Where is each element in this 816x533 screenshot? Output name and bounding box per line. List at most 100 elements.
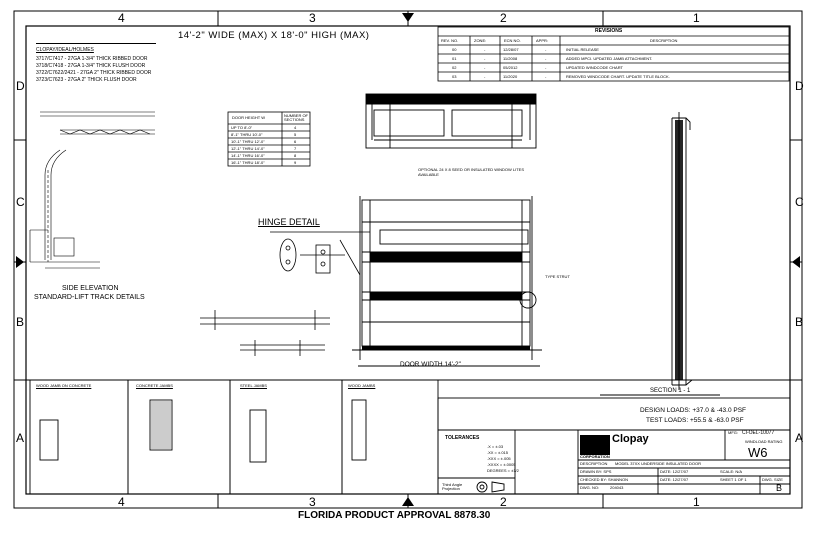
strut-note: TYPE STRUT: [545, 274, 570, 279]
zone-left-d: D: [16, 79, 25, 93]
jamb-label: WOOD JAMB ON CONCRETE: [36, 383, 92, 388]
hinge-detail-drawing: [200, 231, 370, 356]
revision-cell: -: [484, 65, 486, 70]
revision-cell: 02: [452, 65, 457, 70]
jamb-label: WOOD JAMBS: [348, 383, 376, 388]
description-label: DESCRIPTION: [580, 461, 608, 466]
revision-cell: -: [545, 65, 547, 70]
track-table-cell: 10'-1" THRU 12'-0": [231, 139, 265, 144]
track-table-cell: 14'-1" THRU 16'-0": [231, 153, 265, 158]
track-details-title: STANDARD-LIFT TRACK DETAILS: [34, 294, 145, 301]
company-sub: CORPORATION: [580, 454, 610, 459]
window-note: OPTIONAL 24 X 8 SEED OR INSULATED WINDOW…: [418, 167, 525, 177]
revision-cell: 03: [452, 74, 457, 79]
zone-right-c: C: [795, 195, 804, 209]
revisions-header: DESCRIPTION: [650, 38, 678, 43]
door-elevation: [352, 93, 542, 367]
windcode-value: W6: [748, 445, 768, 460]
third-angle-label: Third Angle Projection: [442, 482, 463, 492]
revision-cell: 11/2008: [503, 56, 518, 61]
track-table-cell: 4: [294, 125, 297, 130]
zone-top-2: 2: [500, 11, 507, 25]
jamb-detail-area: [26, 379, 790, 495]
design-loads: DESIGN LOADS: +37.0 & -43.0 PSF: [640, 407, 747, 414]
track-table-cell: 7: [294, 146, 297, 151]
model-list-item: 3722/C7622/2421 - 27GA 2" THICK RIBBED D…: [36, 70, 152, 76]
revision-cell: -: [484, 74, 486, 79]
track-table-cell: 9: [294, 160, 297, 165]
third-angle-symbol: [476, 481, 505, 493]
track-table-grid: [227, 111, 311, 167]
side-elevation-title: SIDE ELEVATION: [62, 285, 119, 292]
jamb-label: STEEL JAMBS: [240, 383, 267, 388]
checked-by: CHECKED BY: SHANNON: [580, 477, 629, 482]
zone-bottom-4: 4: [118, 495, 125, 509]
revision-cell: ADDED MPCI. UPDATED JAMB ATTACHMENT.: [566, 56, 653, 61]
revision-cell: 12/28/07: [503, 47, 519, 52]
door-section-hatching: [362, 94, 536, 350]
zone-bottom-2: 2: [500, 495, 507, 509]
dwg-no-value: 204043: [610, 485, 624, 490]
zone-bottom-1: 1: [693, 495, 700, 509]
sheet-number: SHEET 1 OF 1: [720, 477, 747, 482]
dwg-no-label: DWG. NO:: [580, 485, 600, 490]
track-table-cell: UP TO 8'-0": [231, 125, 253, 130]
drawn-by: DRAWN BY: SPS: [580, 469, 612, 474]
jamb-label: CONCRETE JAMBS: [136, 383, 173, 388]
revisions-header: REV. NO.: [441, 38, 459, 43]
track-table-header: DOOR HEIGHT W: [232, 115, 266, 120]
title-banner: 14'-2" WIDE (MAX) X 18'-0" HIGH (MAX): [178, 30, 370, 41]
tolerance-row: .XXXX = ±.0005: [487, 462, 516, 467]
zone-right-b: B: [795, 315, 804, 329]
drawn-date: DATE: 12/27/07: [660, 469, 689, 474]
revisions-title: REVISIONS: [595, 28, 623, 34]
model-list-item: 3717/C7417 - 27GA 1-3/4" THICK RIBBED DO…: [36, 56, 148, 62]
revision-cell: UPDATED WINDCODE CHART: [566, 65, 623, 70]
zone-left-b: B: [16, 315, 25, 329]
mfg-label: MFG:: [728, 430, 738, 435]
right-center-arrow: [792, 256, 800, 268]
mfg-number: CI-OEL-10077: [742, 430, 775, 436]
clopay-logo: [580, 435, 610, 455]
revision-cell: REMOVED WINDCODE CHART. UPDATE TITLE BLO…: [566, 74, 670, 79]
dwg-size-label: DWG. SIZE: [762, 477, 783, 482]
dwg-size-value: B: [776, 483, 783, 493]
zone-left-a: A: [16, 431, 25, 445]
section-title: SECTION 1 - 1: [650, 388, 691, 394]
revision-cell: 01: [452, 56, 457, 61]
zone-right-d: D: [795, 79, 804, 93]
revisions-table-grid: [437, 26, 790, 82]
tolerance-row: .XX = ±.015: [487, 450, 508, 455]
door-width-dimension: DOOR WIDTH 14'-2": [400, 361, 461, 368]
track-table-cell: 12'-1" THRU 14'-0": [231, 146, 265, 151]
track-table-cell: 6: [294, 139, 297, 144]
track-table-cell: 8: [294, 153, 297, 158]
description-value: MODEL 37XX UNDERSIDE INSULATED DOOR: [615, 461, 702, 466]
tolerance-row: .XXX = ±.005: [487, 456, 511, 461]
checked-date: DATE: 12/27/07: [660, 477, 689, 482]
revision-cell: 11/2020: [503, 74, 518, 79]
section-panel-fill: [675, 120, 683, 380]
revision-cell: -: [545, 56, 547, 61]
section-1-1-drawing: [600, 112, 720, 396]
track-detail-lines: [29, 111, 155, 269]
zone-bottom-3: 3: [309, 495, 316, 509]
left-center-arrow: [16, 256, 24, 268]
zone-right-a: A: [795, 431, 804, 445]
revision-cell: -: [484, 47, 486, 52]
track-table-cell: 5: [294, 132, 297, 137]
model-list-item: 3718/C7418 - 27GA 1-3/4" THICK FLUSH DOO…: [36, 63, 146, 69]
revision-cell: -: [545, 47, 547, 52]
track-table-cell: 8'-1" THRU 10'-0": [231, 132, 263, 137]
tolerance-row: DEGREES = ±1/2: [487, 468, 519, 473]
model-list-header: CLOPAY/IDEAL/HOLMES: [36, 47, 94, 53]
florida-approval: FLORIDA PRODUCT APPROVAL 8878.30: [298, 510, 491, 521]
track-table-cell: 16'-1" THRU 18'-0": [231, 160, 265, 165]
revision-cell: 05/2012: [503, 65, 518, 70]
bottom-center-arrow: [402, 497, 414, 506]
zone-top-4: 4: [118, 11, 125, 25]
zone-left-c: C: [16, 195, 25, 209]
concrete-fill: [151, 401, 171, 449]
